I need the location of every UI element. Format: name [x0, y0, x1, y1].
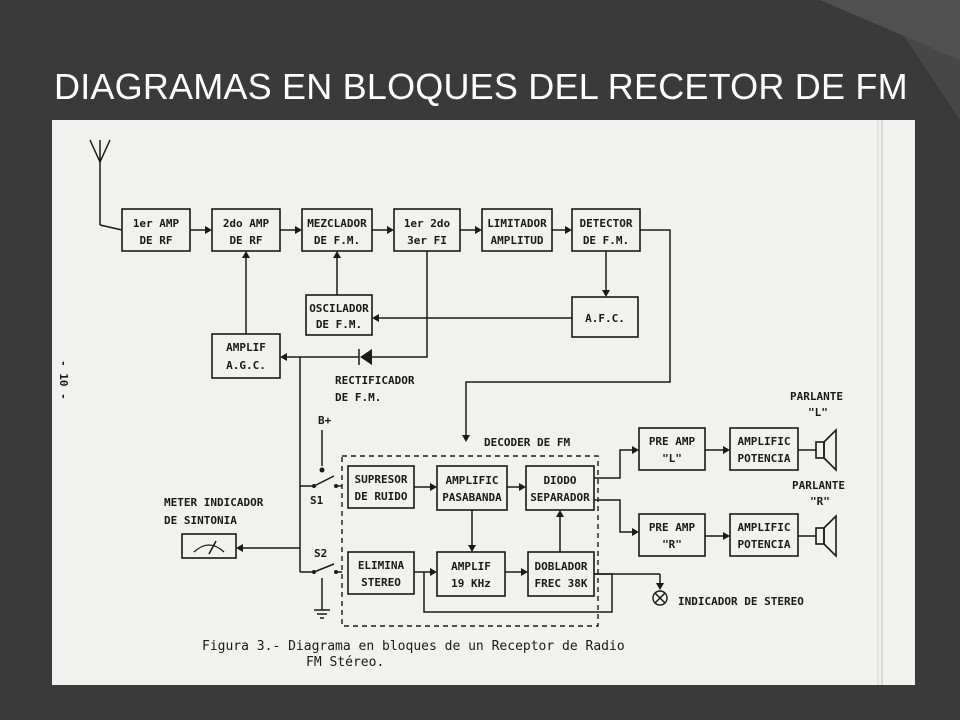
- meter-label-1: METER INDICADOR: [164, 496, 264, 509]
- page-number: - 10 -: [57, 360, 70, 400]
- scanned-diagram: 1er AMP DE RF 2do AMP DE RF MEZCLADOR DE…: [52, 120, 915, 685]
- diode-separator-block: DIODO SEPARADOR: [525, 465, 595, 511]
- mixer-line2: DE F.M.: [314, 234, 360, 247]
- detector-line2: DE F.M.: [583, 234, 629, 247]
- oscillator-line1: OSCILADOR: [309, 302, 369, 315]
- detector-line1: DETECTOR: [580, 217, 633, 230]
- oscillator-line2: DE F.M.: [316, 318, 362, 331]
- block-diagram-svg: 1er AMP DE RF 2do AMP DE RF MEZCLADOR DE…: [57, 120, 883, 685]
- bandpass-block: AMPLIFIC PASABANDA: [436, 465, 508, 511]
- antenna-icon: [89, 139, 123, 231]
- limiter-line1: LIMITADOR: [487, 217, 547, 230]
- stereo-eliminator-line1: ELIMINA: [358, 559, 405, 572]
- stereo-lamp-icon: [652, 590, 668, 606]
- oscillator-block: OSCILADOR DE F.M.: [305, 294, 373, 336]
- agc-block: AMPLIF A.G.C.: [211, 333, 281, 379]
- meter-label-2: DE SINTONIA: [164, 514, 237, 527]
- preamp-r-block: PRE AMP "R": [638, 513, 706, 557]
- afc-block: A.F.C.: [571, 296, 639, 338]
- speaker-l-label-1: PARLANTE: [790, 390, 843, 403]
- preamp-r-line1: PRE AMP: [649, 521, 696, 534]
- amp-19khz-line1: AMPLIF: [451, 560, 491, 573]
- slide-title: DIAGRAMAS EN BLOQUES DEL RECETOR DE FM: [54, 66, 908, 107]
- stereo-indicator-label: INDICADOR DE STEREO: [678, 595, 804, 608]
- limiter-line2: AMPLITUD: [491, 234, 544, 247]
- rf-amp-2-line2: DE RF: [229, 234, 262, 247]
- rectifier-label-1: RECTIFICADOR: [335, 374, 415, 387]
- doubler-block: DOBLADOR FREC 38K: [527, 551, 595, 597]
- speaker-r-label-2: "R": [810, 495, 830, 508]
- rf-amp-1-block: 1er AMP DE RF: [121, 208, 191, 252]
- decoder-label: DECODER DE FM: [484, 436, 570, 449]
- preamp-l-line2: "L": [662, 452, 682, 465]
- diode-separator-line1: DIODO: [543, 474, 576, 487]
- rf-amp-2-line1: 2do AMP: [223, 217, 270, 230]
- figure-caption-line2: FM Stéreo.: [306, 655, 384, 670]
- bplus-label: B+: [318, 414, 332, 427]
- preamp-l-block: PRE AMP "L": [638, 427, 706, 471]
- speaker-r-label-1: PARLANTE: [792, 479, 845, 492]
- power-amp-l-line1: AMPLIFIC: [738, 435, 791, 448]
- amp-19khz-block: AMPLIF 19 KHz: [436, 551, 506, 597]
- rectifier-label-2: DE F.M.: [335, 391, 381, 404]
- rectifier-diode-icon: [358, 349, 372, 365]
- ground-icon: [314, 609, 330, 619]
- detector-block: DETECTOR DE F.M.: [571, 208, 641, 252]
- rf-amp-1-line2: DE RF: [139, 234, 172, 247]
- amp-19khz-line2: 19 KHz: [451, 577, 491, 590]
- power-amp-r-line1: AMPLIFIC: [738, 521, 791, 534]
- agc-line1: AMPLIF: [226, 341, 266, 354]
- power-amp-r-line2: POTENCIA: [738, 538, 791, 551]
- stereo-eliminator-block: ELIMINA STEREO: [347, 551, 415, 595]
- if-amp-line2: 3er FI: [407, 234, 447, 247]
- s2-label: S2: [314, 547, 327, 560]
- mixer-block: MEZCLADOR DE F.M.: [301, 208, 373, 252]
- s1-label: S1: [310, 494, 324, 507]
- speaker-l-icon: [815, 428, 837, 472]
- figure-caption-line1: Figura 3.- Diagrama en bloques de un Rec…: [202, 639, 625, 654]
- suppressor-line2: DE RUIDO: [355, 490, 408, 503]
- diode-separator-line2: SEPARADOR: [530, 491, 590, 504]
- preamp-r-line2: "R": [662, 538, 682, 551]
- preamp-l-line1: PRE AMP: [649, 435, 696, 448]
- suppressor-block: SUPRESOR DE RUIDO: [347, 465, 415, 509]
- power-amp-l-block: AMPLIFIC POTENCIA: [729, 427, 799, 471]
- doubler-line1: DOBLADOR: [535, 560, 588, 573]
- limiter-block: LIMITADOR AMPLITUD: [481, 208, 553, 252]
- stereo-eliminator-line2: STEREO: [361, 576, 401, 589]
- power-amp-l-line2: POTENCIA: [738, 452, 791, 465]
- rf-amp-2-block: 2do AMP DE RF: [211, 208, 281, 252]
- power-amp-r-block: AMPLIFIC POTENCIA: [729, 513, 799, 557]
- tuning-meter-icon: [181, 533, 237, 559]
- doubler-line2: FREC 38K: [535, 577, 588, 590]
- bandpass-line2: PASABANDA: [442, 491, 502, 504]
- agc-line2: A.G.C.: [226, 359, 266, 372]
- decoder-box: [341, 455, 599, 627]
- bandpass-line1: AMPLIFIC: [446, 474, 499, 487]
- if-amp-line1: 1er 2do: [404, 217, 451, 230]
- afc-line1: A.F.C.: [585, 312, 625, 325]
- rf-amp-1-line1: 1er AMP: [133, 217, 180, 230]
- speaker-l-label-2: "L": [808, 406, 828, 419]
- mixer-line1: MEZCLADOR: [307, 217, 367, 230]
- suppressor-line1: SUPRESOR: [355, 473, 408, 486]
- if-amp-block: 1er 2do 3er FI: [393, 208, 461, 252]
- speaker-r-icon: [815, 514, 837, 558]
